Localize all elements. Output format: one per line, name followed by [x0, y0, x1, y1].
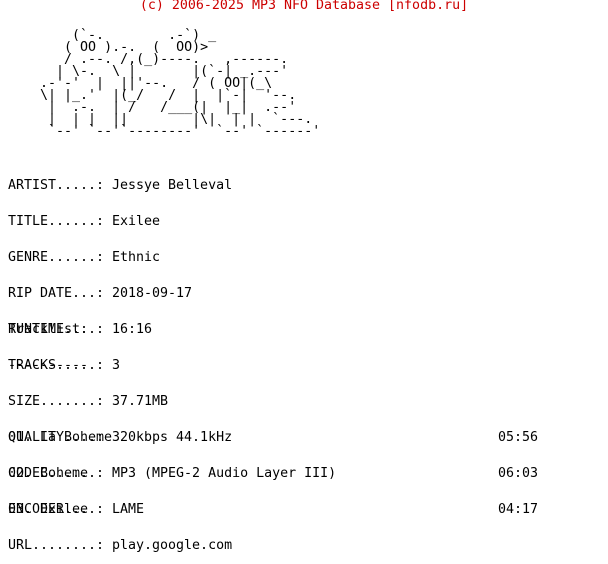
info-row-runtime: RUNTIME....: 16:16: [8, 322, 336, 337]
track-duration: 05:56: [498, 430, 539, 445]
info-row-url: URL........: play.google.com: [8, 538, 336, 553]
info-value: 3: [112, 358, 121, 373]
info-key: TRACKS.....:: [8, 358, 105, 373]
track-title: La Boheme: [40, 430, 113, 445]
track-number: 03.: [8, 502, 33, 517]
info-key: RIP DATE...:: [8, 286, 105, 301]
site-header: (c) 2006-2025 MP3 NFO Database [nfodb.ru…: [139, 0, 469, 13]
info-key: TITLE......:: [8, 214, 105, 229]
info-key: URL........:: [8, 538, 105, 553]
track-row: 01. La Boheme 05:56: [8, 430, 539, 445]
track-duration: 04:17: [498, 502, 539, 517]
info-value: Exilee: [112, 214, 161, 229]
track-row: 03. Exilee 04:17: [8, 502, 539, 517]
track-title: Boheme: [40, 466, 89, 481]
info-value: Jessye Belleval: [112, 178, 233, 193]
info-value: play.google.com: [112, 538, 233, 553]
info-row-genre: GENRE......: Ethnic: [8, 250, 336, 265]
track-number: 02.: [8, 466, 33, 481]
track-title: Exilee: [40, 502, 89, 517]
info-value: 37.71MB: [112, 394, 169, 409]
info-value: Ethnic: [112, 250, 161, 265]
track-row: 02. Boheme 06:03: [8, 466, 539, 481]
info-row-title: TITLE......: Exilee: [8, 214, 336, 229]
track-number: 01.: [8, 430, 33, 445]
info-key: RUNTIME....:: [8, 322, 105, 337]
tracklist-heading: Tracklist:: [8, 322, 89, 337]
tracklist-rule: ----------: [8, 358, 89, 373]
info-value: 2018-09-17: [112, 286, 193, 301]
info-row-size: SIZE.......: 37.71MB: [8, 394, 336, 409]
info-row-artist: ARTIST.....: Jessye Belleval: [8, 178, 336, 193]
info-key: SIZE.......:: [8, 394, 105, 409]
ascii-art-logo: (`-. .-`) _ ( OO ).-. ( OO)> / .--. /,(_…: [40, 28, 321, 139]
info-row-rip-date: RIP DATE...: 2018-09-17: [8, 286, 336, 301]
info-row-tracks: TRACKS.....: 3: [8, 358, 336, 373]
info-value: 16:16: [112, 322, 153, 337]
info-key: GENRE......:: [8, 250, 105, 265]
info-key: ARTIST.....:: [8, 178, 105, 193]
track-duration: 06:03: [498, 466, 539, 481]
